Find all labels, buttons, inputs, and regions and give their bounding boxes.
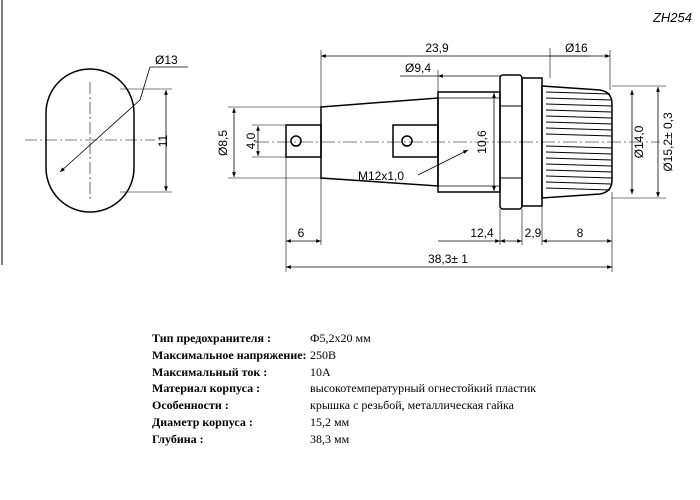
dim-len29: 2,9: [525, 226, 542, 240]
spec-row-features: Особенности : крышка с резьбой, металлич…: [152, 397, 536, 414]
spec-label: Материал корпуса :: [152, 381, 261, 396]
spec-value: 38,3 мм: [310, 431, 350, 446]
spec-value: 250В: [310, 347, 337, 362]
spec-label: Глубина :: [152, 431, 204, 446]
spec-value: крышка с резьбой, металлическая гайка: [310, 398, 514, 413]
dim-thread: M12x1,0: [358, 169, 404, 183]
side-view: [228, 48, 666, 272]
spec-label: Тип предохранителя :: [152, 331, 272, 345]
dim-d152: Ø15,2± 0,3: [661, 112, 675, 172]
spec-row-max-voltage: Максимальное напряжение: 250В: [152, 347, 536, 364]
terminal-hole-inner: [401, 135, 413, 147]
dim-h40: 4,0: [244, 132, 258, 149]
dim-len124: 12,4: [470, 226, 494, 240]
dim-len239: 23,9: [425, 41, 449, 55]
spec-label: Диаметр корпуса :: [152, 414, 253, 429]
spec-label: Максимальный ток :: [152, 364, 268, 379]
d13-leader: [59, 99, 141, 173]
spec-value: Ф5,2х20 мм: [310, 331, 371, 345]
dim-d94: Ø9,4: [405, 61, 431, 75]
spec-value: высокотемпературный огнестойкий пластик: [310, 381, 537, 396]
spec-value: 10А: [310, 364, 331, 379]
dim-len6: 6: [298, 226, 305, 240]
spec-row-depth: Глубина : 38,3 мм: [152, 431, 536, 448]
dim-d140: Ø14,0: [632, 125, 646, 158]
dim-len383: 38,3± 1: [428, 252, 468, 266]
dim-d13: Ø13: [155, 53, 178, 67]
dim-h106: 10,6: [475, 130, 489, 154]
dim-len8: 8: [577, 226, 584, 240]
d13-leader-ext: [139, 66, 151, 101]
dim-h11: 11: [156, 134, 170, 147]
spec-label: Особенности :: [152, 398, 229, 413]
threaded-body: [437, 91, 501, 193]
front-view: [25, 66, 188, 213]
terminal-tab-inner: [392, 124, 439, 158]
thread-leader: [417, 149, 469, 176]
spec-row-body-diameter: Диаметр корпуса : 15,2 мм: [152, 414, 536, 431]
spec-label: Максимальное напряжение:: [152, 347, 307, 362]
knurl-lines: [545, 91, 613, 191]
front-view-outline: [45, 68, 135, 213]
spec-value: 15,2 мм: [310, 414, 350, 429]
model-title: ZH254: [652, 10, 692, 25]
dim-d16: Ø16: [565, 41, 588, 55]
terminal-hole: [290, 135, 302, 147]
spec-row-body-material: Материал корпуса : высокотемпературный о…: [152, 380, 536, 397]
spec-row-max-current: Максимальный ток : 10А: [152, 364, 536, 381]
knurled-cap: [541, 85, 613, 199]
spec-row-fuse-type: Тип предохранителя : Ф5,2х20 мм: [152, 330, 536, 347]
spec-table: Тип предохранителя : Ф5,2х20 мм Максимал…: [152, 330, 536, 448]
dim-d85: Ø8,5: [216, 130, 230, 156]
